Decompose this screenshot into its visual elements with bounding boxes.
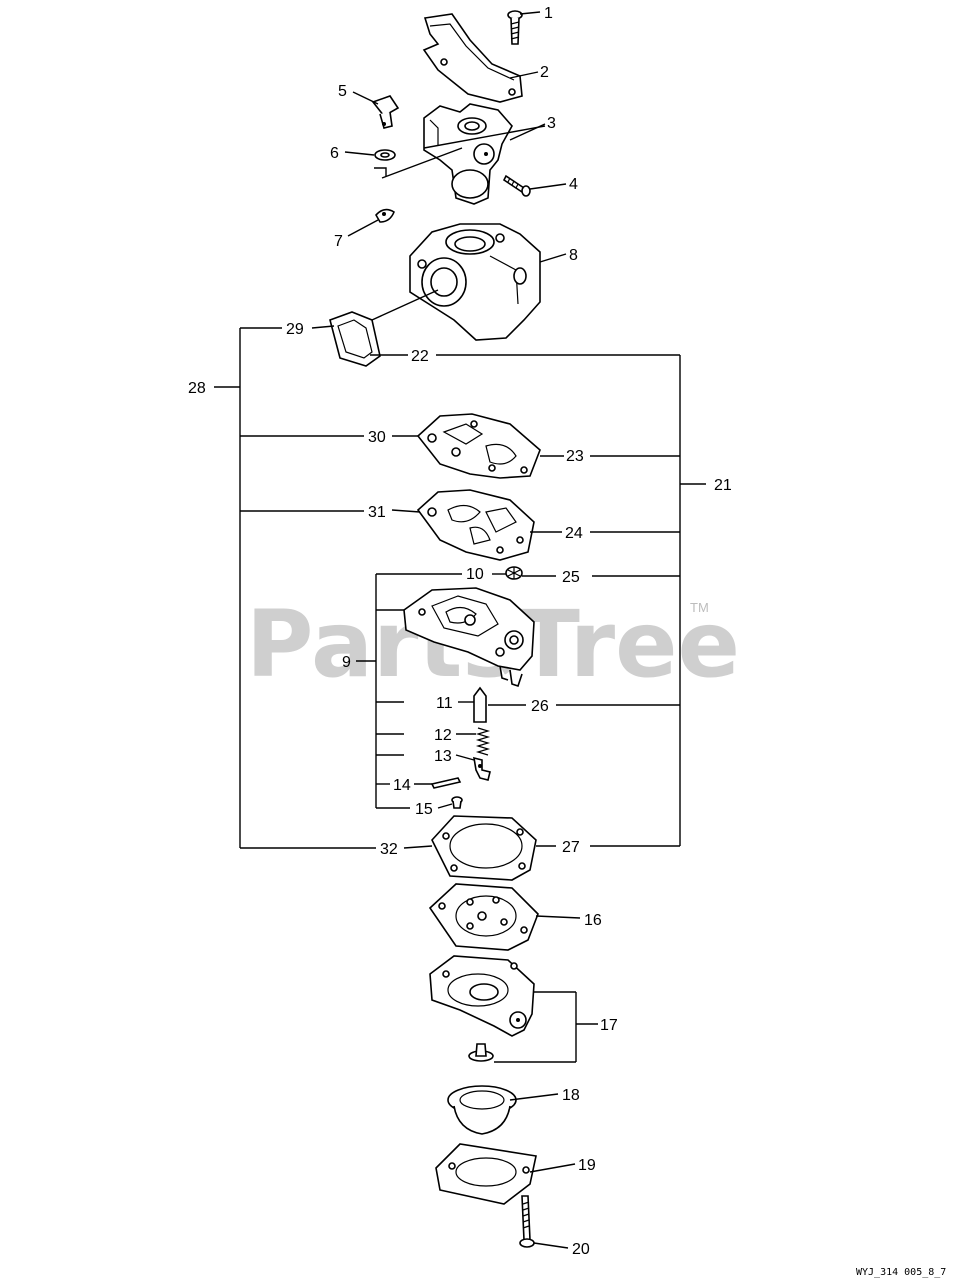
label-part-15: 15: [415, 801, 433, 818]
part-16-diaphragm: [428, 883, 539, 951]
leader-lines: [214, 11, 706, 1249]
label-part-6: 6: [330, 145, 339, 162]
part-11-needle-valve: [473, 686, 487, 723]
label-part-14: 14: [393, 777, 411, 794]
part-15-screw: [451, 796, 463, 809]
label-part-21: 21: [714, 477, 732, 494]
part-32-27-gasket: [431, 815, 537, 881]
label-part-5: 5: [338, 83, 347, 100]
part-4-screw: [502, 174, 531, 197]
label-part-30: 30: [368, 429, 386, 446]
part-14-pin: [430, 777, 462, 789]
part-10-screen: [505, 566, 523, 580]
label-part-27: 27: [562, 839, 580, 856]
label-part-22: 22: [411, 348, 429, 365]
part-13-lever: [473, 756, 491, 781]
part-3-throttle-housing: [423, 103, 513, 205]
label-part-23: 23: [566, 448, 584, 465]
part-8-carburetor-body: [409, 223, 541, 341]
part-5-plug-screw: [371, 95, 400, 129]
label-part-18: 18: [562, 1087, 580, 1104]
drawing-code: WYJ_314 005_8_7: [856, 1267, 946, 1278]
part-30-23-gasket: [416, 413, 541, 479]
part-6-washer: [374, 149, 396, 161]
part-7-clip: [375, 208, 395, 223]
label-part-10: 10: [466, 566, 484, 583]
label-part-12: 12: [434, 727, 452, 744]
label-part-17: 17: [600, 1017, 618, 1034]
label-part-26: 26: [531, 698, 549, 715]
label-part-1: 1: [544, 5, 553, 22]
label-part-13: 13: [434, 748, 452, 765]
label-part-20: 20: [572, 1241, 590, 1258]
label-part-28: 28: [188, 380, 206, 397]
label-part-2: 2: [540, 64, 549, 81]
part-19-primer-retainer: [435, 1143, 537, 1205]
label-part-29: 29: [286, 321, 304, 338]
part-17-pump-cover: [429, 955, 535, 1037]
part-18-primer-bulb: [447, 1085, 517, 1135]
part-9-metering-body: [403, 587, 535, 688]
part-17-check-valve: [468, 1043, 494, 1062]
label-part-4: 4: [569, 176, 578, 193]
label-part-32: 32: [380, 841, 398, 858]
label-part-24: 24: [565, 525, 583, 542]
part-12-spring: [475, 727, 491, 756]
part-number-labels: 1 2 3 4 5 6 7 8 9 10 11 12 13 14 15 16 1…: [188, 5, 732, 1258]
part-31-24-gasket: [416, 489, 535, 561]
part-29-gasket-ring: [329, 311, 381, 367]
part-20-long-screw: [519, 1195, 535, 1248]
label-part-16: 16: [584, 912, 602, 929]
label-part-8: 8: [569, 247, 578, 264]
label-part-19: 19: [578, 1157, 596, 1174]
watermark-trademark: TM: [690, 600, 709, 615]
part-2-bracket: [422, 13, 523, 103]
label-part-11: 11: [436, 695, 453, 712]
label-part-31: 31: [368, 504, 386, 521]
part-1-screw: [507, 10, 523, 45]
label-part-9: 9: [342, 654, 351, 671]
label-part-7: 7: [334, 233, 343, 250]
label-part-3: 3: [547, 115, 556, 132]
label-part-25: 25: [562, 569, 580, 586]
